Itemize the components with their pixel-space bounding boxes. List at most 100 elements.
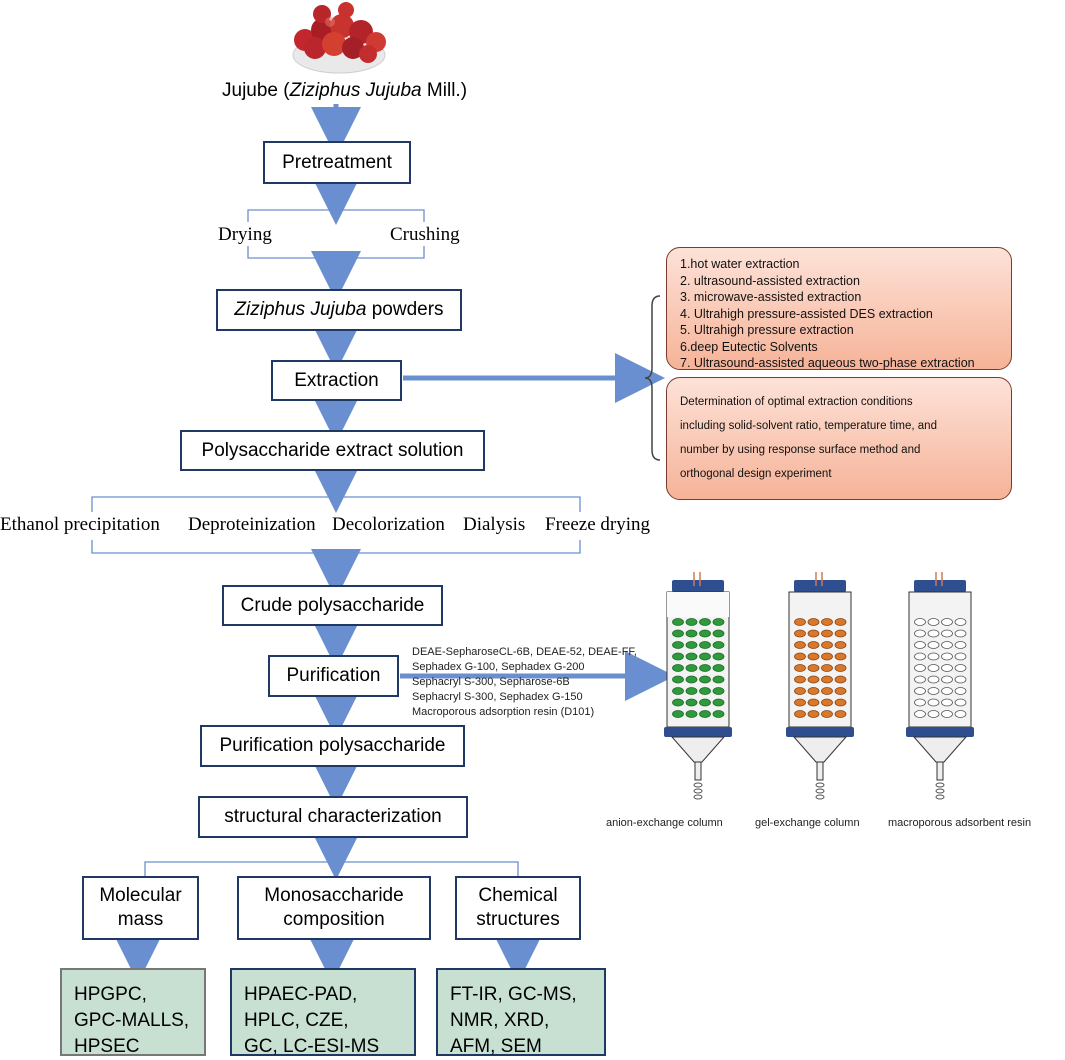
column-bead bbox=[807, 675, 820, 684]
media-item: Sephacryl S-300, Sepharose-6B bbox=[412, 676, 570, 688]
deproteinization-label: Deproteinization bbox=[188, 514, 316, 535]
column-bead bbox=[807, 629, 820, 638]
column-bead bbox=[712, 652, 725, 661]
column-bead bbox=[672, 652, 684, 661]
column-bead bbox=[834, 675, 847, 684]
column-bead bbox=[914, 664, 926, 672]
column-bead bbox=[914, 687, 926, 695]
condition-line: including solid-solvent ratio, temperatu… bbox=[680, 420, 937, 432]
drying-label: Drying bbox=[218, 224, 272, 245]
dialysis-label: Dialysis bbox=[463, 514, 526, 535]
jujube-title: Jujube (Ziziphus Jujuba Mill.) bbox=[222, 80, 468, 101]
column-bead bbox=[712, 698, 725, 707]
column-bead bbox=[927, 641, 940, 649]
column-bead bbox=[685, 698, 698, 707]
flow-arrows bbox=[113, 104, 675, 983]
bracket-lines bbox=[91, 209, 581, 877]
column-bead bbox=[807, 618, 820, 626]
extraction-methods-box: 1.hot water extraction 2. ultrasound-ass… bbox=[666, 247, 1012, 370]
column-bead bbox=[712, 618, 725, 626]
column-bead bbox=[954, 629, 967, 638]
column-bead bbox=[699, 664, 711, 672]
column-bead bbox=[821, 675, 833, 684]
column-bead bbox=[685, 618, 698, 626]
freeze-drying-label: Freeze drying bbox=[545, 514, 650, 535]
column-bead bbox=[685, 675, 698, 684]
column-bead bbox=[954, 618, 967, 626]
method-item: 2. ultrasound-assisted extraction bbox=[680, 273, 860, 288]
column-bead bbox=[834, 710, 847, 718]
column-bead bbox=[699, 618, 711, 626]
column-bead bbox=[712, 687, 725, 695]
column-bead bbox=[685, 629, 698, 638]
column-bead bbox=[821, 664, 833, 672]
column-bead bbox=[821, 618, 833, 626]
jujube-bowl-image bbox=[292, 2, 386, 74]
column-bead bbox=[821, 710, 833, 718]
column-bead bbox=[672, 698, 684, 707]
column-bead bbox=[699, 687, 711, 695]
molecular-mass-methods: HPGPC,GPC-MALLS,HPSEC bbox=[60, 968, 206, 1057]
condition-line: Determination of optimal extraction cond… bbox=[680, 396, 913, 408]
purification-media-list: DEAE-SepharoseCL-6B, DEAE-52, DEAE-FF, S… bbox=[412, 645, 637, 720]
column-bead bbox=[712, 641, 725, 649]
media-item: Sephacryl S-300, Sephadex G-150 bbox=[412, 691, 583, 703]
column-bead bbox=[699, 698, 711, 707]
column-bead bbox=[821, 629, 833, 638]
column-bead bbox=[941, 675, 953, 684]
method-item: 1.hot water extraction bbox=[680, 257, 800, 271]
column-bead bbox=[927, 687, 940, 695]
curly-brace bbox=[644, 295, 661, 461]
column-bead bbox=[834, 641, 847, 649]
extraction-box: Extraction bbox=[271, 360, 402, 401]
column-bead bbox=[794, 710, 806, 718]
column-bead bbox=[927, 664, 940, 672]
column-bead bbox=[794, 687, 806, 695]
column-bead bbox=[699, 641, 711, 649]
column-bead bbox=[685, 710, 698, 718]
column-bead bbox=[834, 664, 847, 672]
column-bead bbox=[941, 652, 953, 661]
column-bead bbox=[914, 698, 926, 707]
column-bead bbox=[712, 710, 725, 718]
column-bead bbox=[672, 675, 684, 684]
column-bead bbox=[914, 618, 926, 626]
column-bead bbox=[685, 652, 698, 661]
column-bead bbox=[821, 652, 833, 661]
condition-line: number by using response surface method … bbox=[680, 444, 921, 456]
purified-box: Purification polysaccharide bbox=[200, 725, 465, 767]
column-bead bbox=[699, 710, 711, 718]
column-bead bbox=[927, 652, 940, 661]
macroporous-resin-label: macroporous adsorbent resin bbox=[888, 817, 1032, 829]
column-bead bbox=[685, 664, 698, 672]
column-bead bbox=[941, 618, 953, 626]
column-bead bbox=[821, 641, 833, 649]
column-bead bbox=[807, 652, 820, 661]
media-item: Sephadex G-100, Sephadex G-200 bbox=[412, 661, 585, 673]
column-bead bbox=[672, 618, 684, 626]
characterization-box: structural characterization bbox=[198, 796, 468, 838]
anion-exchange-label: anion-exchange column bbox=[606, 817, 723, 829]
method-item: 7. Ultrasound-assisted aqueous two-phase… bbox=[680, 356, 975, 370]
gel-exchange-label: gel-exchange column bbox=[755, 817, 860, 829]
column-bead bbox=[954, 652, 967, 661]
column-bead bbox=[712, 664, 725, 672]
column-bead bbox=[941, 641, 953, 649]
column-bead bbox=[914, 652, 926, 661]
pretreatment-box: Pretreatment bbox=[263, 141, 411, 184]
column-bead bbox=[672, 664, 684, 672]
column-bead bbox=[927, 710, 940, 718]
column-bead bbox=[927, 618, 940, 626]
column-bead bbox=[914, 710, 926, 718]
column-bead bbox=[834, 618, 847, 626]
column-bead bbox=[807, 641, 820, 649]
extraction-conditions-box: Determination of optimal extraction cond… bbox=[666, 377, 1012, 500]
column-bead bbox=[927, 698, 940, 707]
method-item: 6.deep Eutectic Solvents bbox=[680, 339, 818, 354]
column-bead bbox=[794, 652, 806, 661]
column-bead bbox=[941, 687, 953, 695]
column-bead bbox=[954, 675, 967, 684]
